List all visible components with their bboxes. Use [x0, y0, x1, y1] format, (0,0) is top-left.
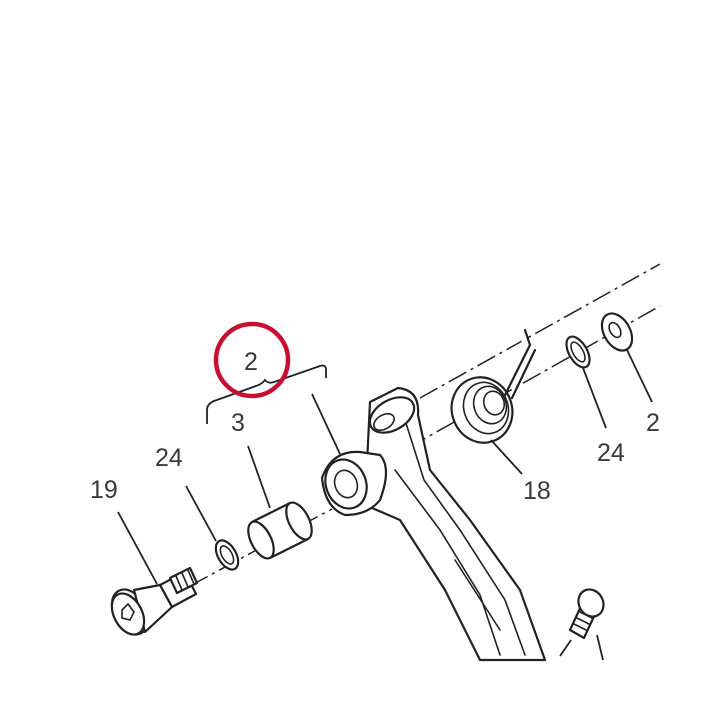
callout-cut-off: 2: [646, 409, 660, 437]
pedal-arm: [320, 386, 547, 662]
leader-lines: [117, 349, 653, 661]
bushing: [247, 501, 313, 560]
callout-bolt: 19: [90, 476, 118, 504]
assembly-bracket: [206, 364, 327, 424]
bolt: [110, 566, 199, 636]
callout-washer-left: 24: [155, 444, 183, 472]
callout-bushing: 3: [231, 409, 245, 437]
callout-washer-right: 24: [597, 439, 625, 467]
highlight-circle: [213, 321, 291, 399]
spring: [450, 328, 537, 444]
washer-right: [565, 335, 591, 369]
small-bolt: [568, 588, 605, 640]
callout-assembly: 2: [244, 348, 258, 376]
washer-far: [600, 312, 634, 352]
washer-left: [214, 539, 240, 571]
callout-spring: 18: [523, 477, 551, 505]
